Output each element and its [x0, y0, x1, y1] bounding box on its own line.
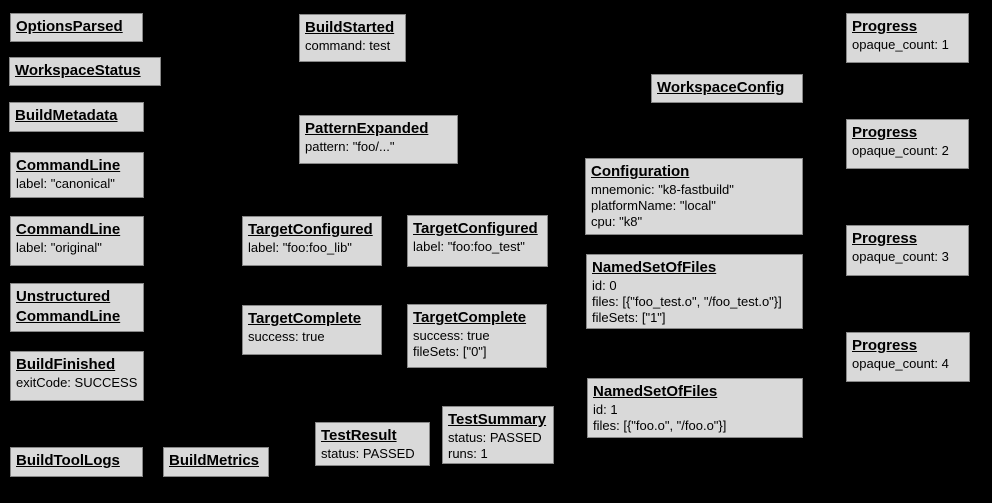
- node-field: opaque_count: 4: [852, 356, 949, 371]
- node-title: BuildFinished: [16, 356, 116, 373]
- node-title: WorkspaceConfig: [657, 79, 785, 96]
- node-unstructured-command-line: Unstructured CommandLine: [10, 283, 144, 332]
- node-title: TargetComplete: [413, 309, 527, 326]
- node-field: files: [{"foo.o", "/foo.o"}]: [593, 418, 727, 433]
- node-field: label: "canonical": [16, 176, 115, 191]
- node-field: opaque_count: 3: [852, 249, 949, 264]
- node-field: id: 1: [593, 402, 618, 417]
- node-title: TestSummary: [448, 411, 547, 428]
- node-build-finished: BuildFinished exitCode: SUCCESS: [10, 351, 144, 401]
- node-field: opaque_count: 1: [852, 37, 949, 52]
- node-command-line-original: CommandLine label: "original": [10, 216, 144, 266]
- node-build-started: BuildStarted command: test: [299, 14, 406, 62]
- node-title: Progress: [852, 18, 918, 35]
- node-field: runs: 1: [448, 446, 488, 461]
- node-field: pattern: "foo/...": [305, 139, 395, 154]
- node-field: exitCode: SUCCESS: [16, 375, 138, 390]
- node-title: TargetConfigured: [413, 220, 538, 237]
- node-field: status: PASSED: [321, 446, 415, 461]
- node-title: OptionsParsed: [16, 18, 123, 35]
- node-field: opaque_count: 2: [852, 143, 949, 158]
- node-field: status: PASSED: [448, 430, 542, 445]
- node-target-complete-foo-test: TargetComplete success: true fileSets: […: [407, 304, 547, 368]
- node-field: label: "foo:foo_test": [413, 239, 525, 254]
- node-pattern-expanded: PatternExpanded pattern: "foo/...": [299, 115, 458, 164]
- node-title: Progress: [852, 230, 918, 247]
- node-title: PatternExpanded: [305, 120, 429, 137]
- node-build-tool-logs: BuildToolLogs: [10, 447, 143, 477]
- node-workspace-status: WorkspaceStatus: [9, 57, 161, 86]
- node-build-metadata: BuildMetadata: [9, 102, 144, 132]
- node-title: TestResult: [321, 427, 397, 444]
- node-target-configured-foo-lib: TargetConfigured label: "foo:foo_lib": [242, 216, 382, 266]
- node-named-set-of-files-0: NamedSetOfFiles id: 0 files: [{"foo_test…: [586, 254, 803, 329]
- node-field: cpu: "k8": [591, 214, 643, 229]
- node-title: TargetComplete: [248, 310, 362, 327]
- node-title: NamedSetOfFiles: [593, 383, 718, 400]
- node-configuration: Configuration mnemonic: "k8-fastbuild" p…: [585, 158, 803, 235]
- node-title: Progress: [852, 337, 918, 354]
- node-field: success: true: [248, 329, 325, 344]
- node-title: CommandLine: [16, 157, 121, 174]
- node-test-summary: TestSummary status: PASSED runs: 1: [442, 406, 554, 464]
- node-field: label: "original": [16, 240, 102, 255]
- node-field: fileSets: ["1"]: [592, 310, 666, 325]
- node-title: BuildMetadata: [15, 107, 118, 124]
- node-progress-4: Progress opaque_count: 4: [846, 332, 970, 382]
- node-workspace-config: WorkspaceConfig: [651, 74, 803, 103]
- node-target-configured-foo-test: TargetConfigured label: "foo:foo_test": [407, 215, 548, 267]
- node-progress-3: Progress opaque_count: 3: [846, 225, 969, 276]
- node-field: mnemonic: "k8-fastbuild": [591, 182, 734, 197]
- node-title: Configuration: [591, 163, 690, 180]
- node-named-set-of-files-1: NamedSetOfFiles id: 1 files: [{"foo.o", …: [587, 378, 803, 438]
- node-progress-1: Progress opaque_count: 1: [846, 13, 969, 63]
- node-progress-2: Progress opaque_count: 2: [846, 119, 969, 169]
- node-title: Progress: [852, 124, 918, 141]
- node-field: command: test: [305, 38, 391, 53]
- node-field: fileSets: ["0"]: [413, 344, 487, 359]
- node-title: Unstructured CommandLine: [16, 288, 121, 325]
- node-field: success: true: [413, 328, 490, 343]
- node-title: WorkspaceStatus: [15, 62, 141, 79]
- node-title: TargetConfigured: [248, 221, 373, 238]
- node-options-parsed: OptionsParsed: [10, 13, 143, 42]
- node-build-metrics: BuildMetrics: [163, 447, 269, 477]
- node-field: platformName: "local": [591, 198, 716, 213]
- node-field: id: 0: [592, 278, 617, 293]
- node-title: BuildStarted: [305, 19, 395, 36]
- node-command-line-canonical: CommandLine label: "canonical": [10, 152, 144, 198]
- node-field: files: [{"foo_test.o", "/foo_test.o"}]: [592, 294, 782, 309]
- node-title: BuildToolLogs: [16, 452, 120, 469]
- node-test-result: TestResult status: PASSED: [315, 422, 430, 466]
- node-target-complete-foo-lib: TargetComplete success: true: [242, 305, 382, 355]
- node-field: label: "foo:foo_lib": [248, 240, 352, 255]
- node-title: NamedSetOfFiles: [592, 259, 717, 276]
- node-title: CommandLine: [16, 221, 121, 238]
- node-title: BuildMetrics: [169, 452, 260, 469]
